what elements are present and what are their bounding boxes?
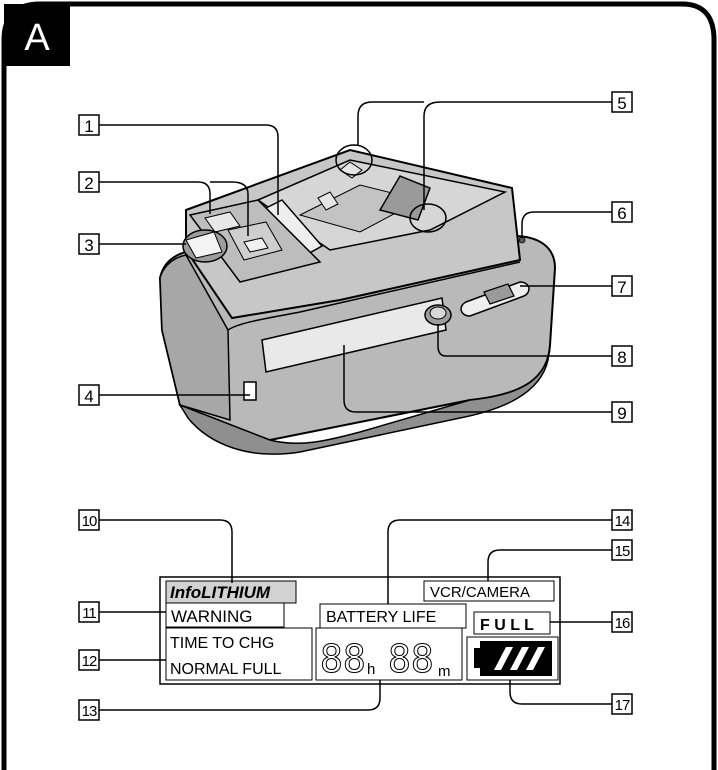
release-knob-highlight — [185, 231, 223, 259]
callout-3: 3 — [78, 233, 100, 255]
dc-in-jack — [243, 381, 257, 401]
leader-line-8 — [437, 324, 612, 357]
callout-11: 11 — [78, 601, 100, 623]
callout-15: 15 — [611, 539, 633, 561]
charge-mode-box — [165, 627, 313, 681]
guide-circle-left — [335, 144, 373, 176]
callout-1-label: 1 — [84, 117, 93, 136]
callout-6: 6 — [611, 201, 633, 223]
section-tab — [4, 4, 70, 66]
normal-full-label: NORMAL FULL — [170, 661, 282, 678]
minutes-unit: m — [438, 663, 451, 680]
callout-15-label: 15 — [615, 543, 630, 560]
callout-9: 9 — [611, 401, 633, 423]
warning-label: WARNING — [171, 607, 253, 626]
charger-base-front — [178, 344, 551, 455]
full-box — [473, 611, 551, 635]
callout-17-label: 17 — [615, 697, 630, 714]
minutes-digits: 88 — [388, 637, 434, 681]
callouts-bottom: 10 11 12 13 14 15 16 17 — [78, 509, 633, 721]
callout-14: 14 — [611, 509, 633, 531]
leader-line-5 — [357, 101, 612, 210]
callout-10-label: 10 — [82, 513, 97, 530]
callout-4-label: 4 — [84, 387, 93, 406]
callout-7-label: 7 — [617, 278, 626, 297]
callout-16: 16 — [611, 611, 633, 633]
infolithium-label: InfoLITHIUM — [170, 583, 271, 602]
leader-line-14 — [387, 519, 612, 604]
leader-lines-bottom — [98, 519, 612, 711]
callout-11-label: 11 — [82, 605, 96, 622]
callout-8: 8 — [611, 345, 633, 367]
callouts-top: 1 2 3 4 5 6 7 8 — [78, 91, 633, 423]
time-digits-box — [315, 627, 463, 681]
warning-box — [165, 602, 285, 628]
display-panel: InfoLITHIUM WARNING TIME TO CHG NORMAL F… — [159, 576, 561, 685]
display-window — [261, 297, 447, 373]
left-compartment-terminal-a — [204, 211, 241, 233]
callout-13: 13 — [78, 699, 100, 721]
callout-5-label: 5 — [617, 94, 626, 113]
charger-illustration — [158, 144, 557, 455]
callout-14-label: 14 — [615, 513, 630, 530]
leader-lines-top — [98, 101, 612, 413]
battery-life-label: BATTERY LIFE — [326, 609, 436, 626]
section-label: A — [24, 17, 50, 59]
callout-13-label: 13 — [82, 703, 97, 720]
mount-guide-left — [339, 161, 363, 179]
callout-17: 17 — [611, 693, 633, 715]
time-to-chg-label: TIME TO CHG — [170, 635, 274, 652]
hours-digits: 88 — [320, 637, 366, 681]
callout-1: 1 — [78, 114, 100, 136]
callout-10: 10 — [78, 509, 100, 531]
callout-7: 7 — [611, 275, 633, 297]
battery-life-box — [319, 603, 467, 629]
callout-12: 12 — [78, 649, 100, 671]
leader-line-6 — [521, 211, 612, 238]
hours-unit: h — [367, 661, 375, 678]
mount-latch — [378, 175, 431, 221]
vcr-camera-label: VCR/CAMERA — [430, 584, 530, 601]
leader-line-2 — [98, 181, 249, 236]
callout-3-label: 3 — [84, 236, 93, 255]
leader-line-10 — [98, 519, 233, 583]
mount-clip — [317, 191, 339, 211]
leader-line-1 — [98, 124, 279, 215]
mode-switch-knob — [483, 283, 515, 305]
vcr-camera-box — [423, 580, 555, 602]
front-edge-line — [227, 261, 521, 331]
leader-line-15 — [487, 549, 612, 581]
charger-left-side — [159, 254, 231, 422]
callout-12-label: 12 — [82, 653, 97, 670]
guide-circle-right — [409, 203, 447, 233]
battery-level-icon — [466, 636, 559, 681]
callout-2-label: 2 — [84, 174, 93, 193]
leader-line-9 — [343, 345, 612, 413]
callout-8-label: 8 — [617, 348, 626, 367]
callout-6-label: 6 — [617, 204, 626, 223]
leader-line-17 — [509, 680, 612, 705]
leader-line-13 — [98, 680, 381, 711]
callout-5: 5 — [611, 91, 633, 113]
callout-4: 4 — [78, 384, 100, 406]
left-compartment-terminal-c — [243, 237, 269, 253]
callout-2: 2 — [78, 171, 100, 193]
display-button-cap — [429, 306, 447, 320]
callout-16-label: 16 — [615, 615, 630, 632]
callout-9-label: 9 — [617, 404, 626, 423]
full-label: F U L L — [480, 617, 534, 634]
